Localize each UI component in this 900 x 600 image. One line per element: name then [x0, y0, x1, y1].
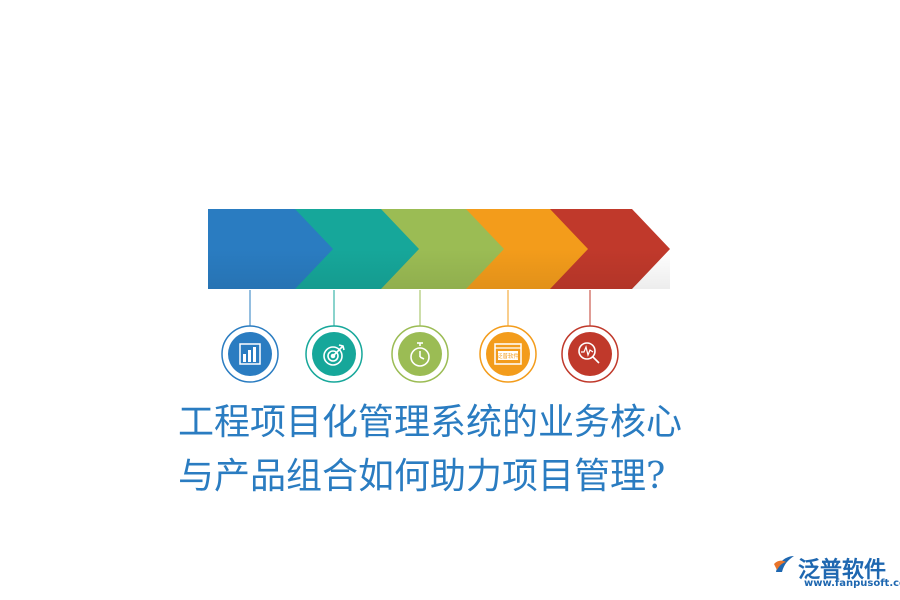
step-3-badge: [391, 325, 449, 383]
brand-url: www.fanpusoft.com: [804, 578, 900, 589]
stopwatch-icon: [410, 342, 430, 367]
bar-chart-icon: [239, 343, 261, 365]
brand-mark-icon: [774, 556, 794, 572]
title-line-2: 与产品组合如何助力项目管理?: [178, 456, 666, 497]
magnifier-pulse-icon: [578, 342, 600, 364]
browser-window-icon: 泛普软件: [494, 343, 522, 365]
step-5-badge: [561, 325, 619, 383]
step-2-badge: [305, 325, 363, 383]
brand-mini-label: 泛普软件: [497, 352, 520, 360]
title-line-1: 工程项目化管理系统的业务核心: [178, 402, 683, 443]
step-1-badge: [221, 325, 279, 383]
main-title: 工程项目化管理系统的业务核心 与产品组合如何助力项目管理?: [178, 396, 878, 504]
step-4-badge: 泛普软件: [479, 325, 537, 383]
process-chevrons: [208, 209, 670, 289]
target-icon: [323, 344, 345, 366]
brand-name: 泛普软件: [798, 558, 887, 583]
